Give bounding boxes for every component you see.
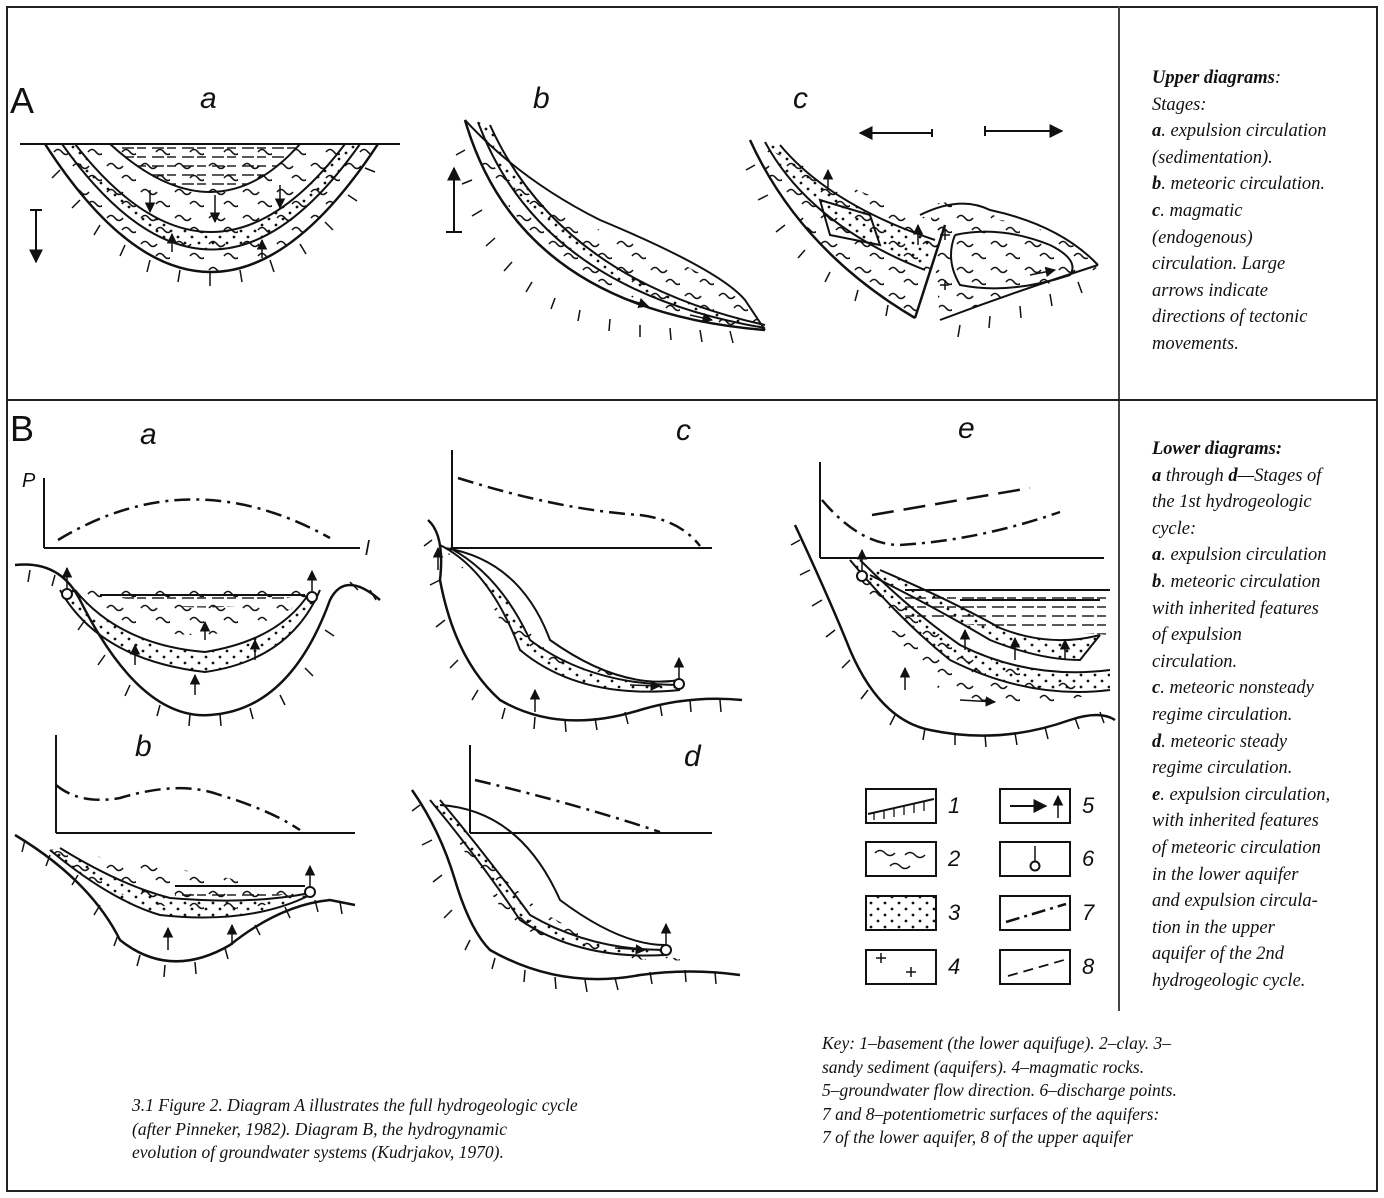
panel-label-b: B: [10, 408, 34, 450]
key-line-3: 7 and 8–potentiometric surfaces of the a…: [822, 1103, 1177, 1127]
caption-line-0: 3.1 Figure 2. Diagram A illustrates the …: [132, 1094, 578, 1118]
legend-num-7: 7: [1082, 900, 1094, 926]
upper-diagram-b: [446, 120, 765, 343]
legend-box-4: [866, 950, 936, 984]
upper-line-5: (endogenous): [1152, 225, 1372, 252]
lower-diagram-a: [15, 478, 380, 726]
lower-diagram-b: [15, 735, 355, 977]
legend-num-3: 3: [948, 900, 960, 926]
upper-diagram-c: [746, 126, 1098, 337]
lower-diagram-d: [412, 745, 740, 992]
axis-label-p: P: [22, 470, 35, 493]
panel-label-a: A: [10, 80, 34, 122]
upper-line-7: arrows indicate: [1152, 278, 1372, 305]
lower-title: Lower diagrams:: [1152, 436, 1372, 463]
upper-line-9: movements.: [1152, 331, 1372, 358]
caption-line-2: evolution of groundwater systems (Kudrja…: [132, 1141, 578, 1165]
lower-label-c: c: [676, 414, 691, 448]
legend-num-2: 2: [948, 846, 960, 872]
upper-line-6: circulation. Large: [1152, 251, 1372, 278]
legend-num-6: 6: [1082, 846, 1094, 872]
axis-label-l: l: [365, 538, 369, 561]
upper-diagram-a: [20, 144, 400, 286]
legend-box-8: [1000, 950, 1070, 984]
legend-num-8: 8: [1082, 954, 1094, 980]
caption-line-1: (after Pinneker, 1982). Diagram B, the h…: [132, 1118, 578, 1142]
figure-caption: 3.1 Figure 2. Diagram A illustrates the …: [132, 1094, 578, 1165]
lower-label-b: b: [135, 730, 152, 764]
lower-diagram-c: [424, 450, 742, 732]
key-line-0: Key: 1–basement (the lower aquifuge). 2–…: [822, 1032, 1177, 1056]
lower-label-a: a: [140, 418, 157, 452]
legend-box-3: [866, 896, 936, 930]
legend-box-6: [1000, 842, 1070, 876]
upper-line-3: . meteoric circulation.: [1161, 174, 1325, 194]
legend-box-7: [1000, 896, 1070, 930]
legend-box-2: [866, 842, 936, 876]
upper-label-a: a: [200, 82, 217, 116]
legend-num-1: 1: [948, 793, 960, 819]
key-line-2: 5–groundwater flow direction. 6–discharg…: [822, 1079, 1177, 1103]
upper-line-4: . magmatic: [1160, 201, 1242, 221]
legend: [866, 789, 1070, 984]
legend-box-5: [1000, 789, 1070, 823]
legend-key-text: Key: 1–basement (the lower aquifuge). 2–…: [822, 1032, 1177, 1150]
upper-line-1: . expulsion circulation: [1161, 121, 1326, 141]
key-line-4: 7 of the lower aquifer, 8 of the upper a…: [822, 1126, 1177, 1150]
upper-line-0: Stages:: [1152, 92, 1372, 119]
lower-diagrams-description: Lower diagrams: a through d—Stages of th…: [1152, 436, 1372, 994]
legend-num-5: 5: [1082, 793, 1094, 819]
upper-title: Upper diagrams: [1152, 68, 1275, 88]
legend-num-4: 4: [948, 954, 960, 980]
lower-diagram-e: [791, 462, 1115, 747]
lower-label-d: d: [684, 740, 701, 774]
legend-box-1: [866, 789, 936, 823]
upper-line-8: directions of tectonic: [1152, 304, 1372, 331]
upper-label-b: b: [533, 82, 550, 116]
lower-label-e: e: [958, 412, 975, 446]
upper-label-c: c: [793, 82, 808, 116]
key-line-1: sandy sediment (aquifers). 4–magmatic ro…: [822, 1056, 1177, 1080]
upper-line-2: (sedimentation).: [1152, 145, 1372, 172]
upper-diagrams-description: Upper diagrams: Stages: a. expulsion cir…: [1152, 65, 1372, 358]
